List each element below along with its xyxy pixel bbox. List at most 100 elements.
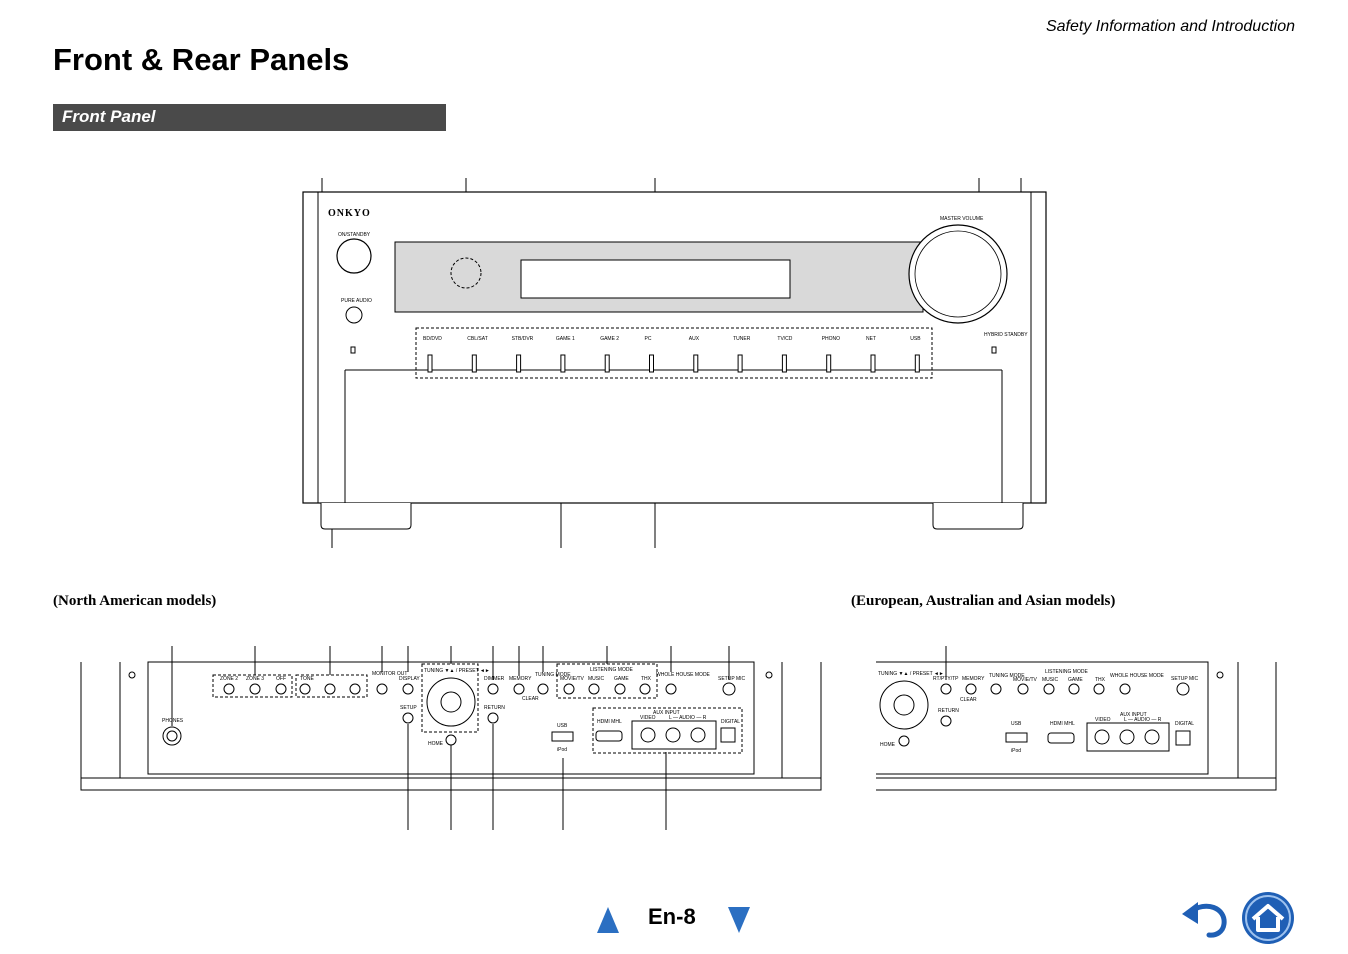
na-movie-tv-button[interactable] bbox=[563, 683, 575, 695]
na-monitor-out-button[interactable] bbox=[376, 683, 388, 695]
na-tone-minus-button[interactable] bbox=[324, 683, 336, 695]
na-game-button[interactable] bbox=[614, 683, 626, 695]
page-title: Front & Rear Panels bbox=[53, 42, 350, 77]
eu-video-label: VIDEO bbox=[1095, 717, 1111, 723]
eu-music-button[interactable] bbox=[1043, 683, 1055, 695]
na-zone2-label: ZONE 2 bbox=[220, 676, 238, 682]
na-thx-button[interactable] bbox=[639, 683, 651, 695]
eu-panel-illustration: TUNING ▼▲ / PRESET ◄► HOME RT/PTY/TP MEM… bbox=[876, 646, 1277, 791]
eu-hdmi-port[interactable] bbox=[1047, 732, 1075, 744]
na-audio-right-jack[interactable] bbox=[690, 727, 706, 743]
display-screen bbox=[520, 259, 791, 299]
eu-usb-label: USB bbox=[1011, 721, 1022, 727]
input-selector-label: GAME 1 bbox=[556, 336, 575, 342]
input-selector-button[interactable] bbox=[781, 354, 787, 373]
pure-audio-button[interactable] bbox=[345, 306, 363, 324]
next-page-arrow-icon[interactable] bbox=[727, 906, 751, 934]
eu-tuning-mode-button[interactable] bbox=[990, 683, 1002, 695]
input-selector-button[interactable] bbox=[693, 354, 699, 373]
eu-memory-button[interactable] bbox=[965, 683, 977, 695]
na-memory-button[interactable] bbox=[513, 683, 525, 695]
na-whole-house-mode-button[interactable] bbox=[665, 683, 677, 695]
eu-rt-pty-tp-button[interactable] bbox=[940, 683, 952, 695]
eu-video-jack[interactable] bbox=[1094, 729, 1110, 745]
input-selector-button[interactable] bbox=[427, 354, 433, 373]
na-panel-illustration: PHONES ZONE 2 ZONE 3 OFF TONE MONITOR OU… bbox=[80, 646, 822, 830]
na-monitor-out-label: MONITOR OUT bbox=[372, 671, 407, 677]
input-selector-button[interactable] bbox=[914, 354, 920, 373]
na-home-button[interactable] bbox=[445, 734, 457, 746]
input-selector-button[interactable] bbox=[471, 354, 477, 373]
eu-whole-house-mode-button[interactable] bbox=[1119, 683, 1131, 695]
input-selector-button[interactable] bbox=[604, 354, 610, 373]
na-audio-label: L — AUDIO — R bbox=[669, 715, 707, 721]
na-home-label: HOME bbox=[428, 741, 444, 747]
eu-tuning-preset-label: TUNING ▼▲ / PRESET ◄► bbox=[878, 671, 944, 677]
na-dimmer-button[interactable] bbox=[487, 683, 499, 695]
eu-tuning-mode-label: TUNING MODE bbox=[989, 673, 1025, 679]
na-audio-left-jack[interactable] bbox=[665, 727, 681, 743]
pure-audio-label: PURE AUDIO bbox=[341, 298, 372, 304]
na-setup-mic-jack[interactable] bbox=[722, 682, 736, 696]
eu-game-label: GAME bbox=[1068, 677, 1083, 683]
back-arrow-icon[interactable] bbox=[1180, 896, 1230, 938]
input-selector-label: USB bbox=[910, 336, 921, 342]
na-off-button[interactable] bbox=[275, 683, 287, 695]
caption-european: (European, Australian and Asian models) bbox=[851, 593, 1116, 609]
home-icon[interactable] bbox=[1240, 890, 1296, 946]
eu-audio-left-jack[interactable] bbox=[1119, 729, 1135, 745]
na-music-label: MUSIC bbox=[588, 676, 605, 682]
eu-audio-right-jack[interactable] bbox=[1144, 729, 1160, 745]
on-standby-button[interactable] bbox=[336, 238, 372, 274]
eu-audio-label: L — AUDIO — R bbox=[1124, 717, 1162, 723]
na-zone2-button[interactable] bbox=[223, 683, 235, 695]
na-tone-button[interactable] bbox=[299, 683, 311, 695]
na-zone3-button[interactable] bbox=[249, 683, 261, 695]
eu-clear-label: CLEAR bbox=[960, 697, 977, 703]
input-selector-button[interactable] bbox=[826, 354, 832, 373]
input-selector-button[interactable] bbox=[737, 354, 743, 373]
na-music-button[interactable] bbox=[588, 683, 600, 695]
na-clear-label: CLEAR bbox=[522, 696, 539, 702]
eu-usb-port[interactable] bbox=[1005, 732, 1028, 743]
eu-setup-mic-jack[interactable] bbox=[1176, 682, 1190, 696]
eu-movie-tv-button[interactable] bbox=[1017, 683, 1029, 695]
input-selector-button[interactable] bbox=[516, 354, 522, 373]
na-return-button[interactable] bbox=[487, 712, 499, 724]
na-video-jack[interactable] bbox=[640, 727, 656, 743]
eu-return-button[interactable] bbox=[940, 715, 952, 727]
na-tuning-preset-label: TUNING ▼▲ / PRESET ◄► bbox=[424, 668, 490, 674]
input-selector-label: TUNER bbox=[733, 336, 751, 342]
eu-thx-button[interactable] bbox=[1093, 683, 1105, 695]
eu-game-button[interactable] bbox=[1068, 683, 1080, 695]
hybrid-standby-label: HYBRID STANDBY bbox=[984, 332, 1028, 338]
na-digital-label: DIGITAL bbox=[721, 719, 740, 725]
na-hdmi-label: HDMI MHL bbox=[597, 719, 622, 725]
na-enter-button[interactable] bbox=[440, 691, 462, 713]
eu-digital-optical-port[interactable] bbox=[1175, 730, 1191, 746]
na-display-label: DISPLAY bbox=[399, 676, 420, 682]
na-hdmi-port[interactable] bbox=[595, 730, 623, 742]
na-phones-label: PHONES bbox=[162, 718, 184, 724]
input-selector-button[interactable] bbox=[870, 354, 876, 373]
input-selector-button[interactable] bbox=[649, 354, 654, 373]
na-setup-button[interactable] bbox=[402, 712, 414, 724]
na-ipod-label: iPod bbox=[557, 747, 567, 753]
previous-page-arrow-icon[interactable] bbox=[596, 906, 620, 934]
na-usb-label: USB bbox=[557, 723, 568, 729]
na-display-button[interactable] bbox=[402, 683, 414, 695]
na-digital-optical-port[interactable] bbox=[720, 727, 736, 743]
na-aux-input-label: AUX INPUT bbox=[653, 710, 680, 716]
na-tuning-mode-button[interactable] bbox=[537, 683, 549, 695]
na-tuning-mode-label: TUNING MODE bbox=[535, 672, 571, 678]
na-tone-plus-button[interactable] bbox=[349, 683, 361, 695]
input-selector-label: CBL/SAT bbox=[467, 336, 487, 342]
eu-home-button[interactable] bbox=[898, 735, 910, 747]
na-usb-port[interactable] bbox=[551, 731, 574, 742]
input-selector-button[interactable] bbox=[560, 354, 566, 373]
na-thx-label: THX bbox=[641, 676, 652, 682]
front-panel-illustration: ONKYO ON/STANDBY PURE AUDIO MASTER VOLUM… bbox=[302, 178, 1047, 548]
eu-movie-tv-label: MOVIE/TV bbox=[1013, 677, 1038, 683]
eu-enter-button[interactable] bbox=[893, 694, 915, 716]
